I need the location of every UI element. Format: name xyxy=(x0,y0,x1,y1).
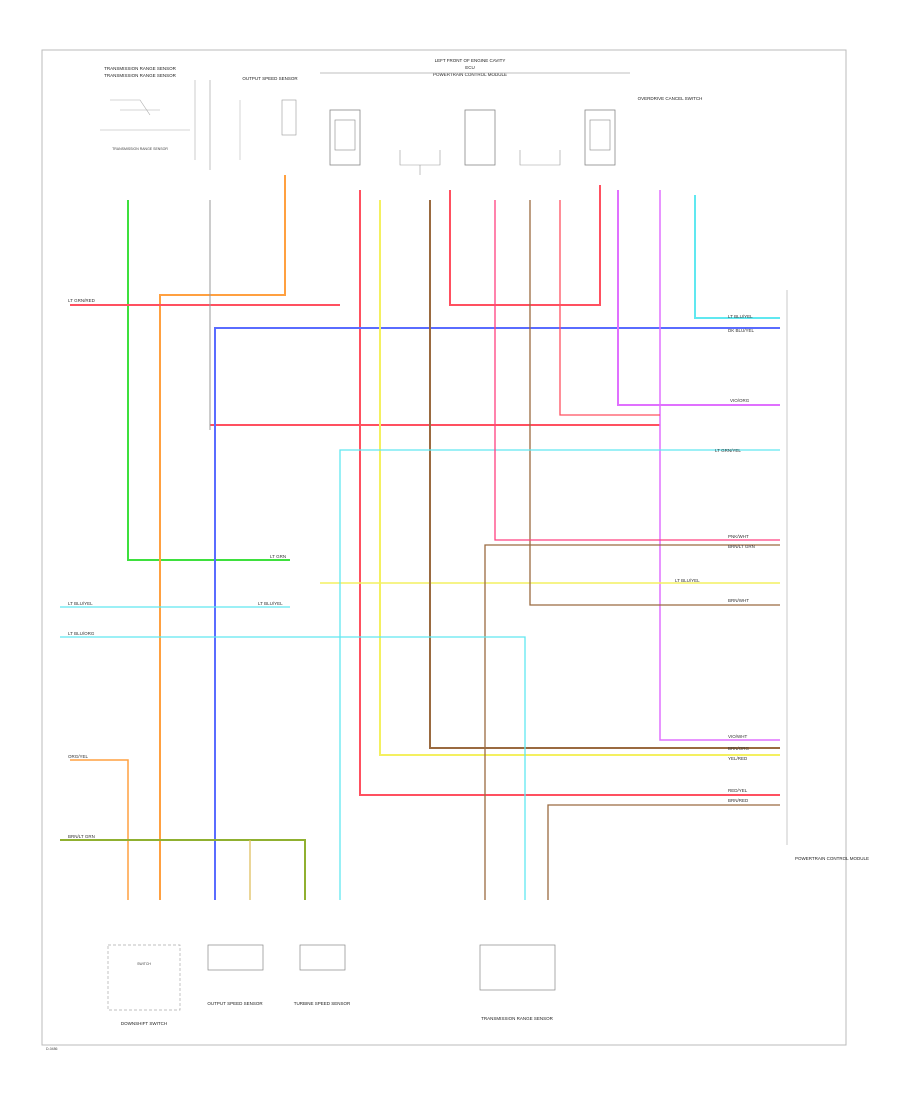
svg-text:TRANSMISSION RANGE SENSOR: TRANSMISSION RANGE SENSOR xyxy=(481,1016,554,1021)
svg-text:LT BLU/ORG: LT BLU/ORG xyxy=(68,631,95,636)
svg-text:VIO/WHT: VIO/WHT xyxy=(728,734,747,739)
svg-text:BRN/LT GRN: BRN/LT GRN xyxy=(68,834,95,839)
svg-text:DK BLU/YEL: DK BLU/YEL xyxy=(728,328,755,333)
solenoid-blocks xyxy=(329,109,616,175)
svg-text:LT BLU/YEL: LT BLU/YEL xyxy=(675,578,700,583)
bottom-components: SWITCH DOWNSHIFT SWITCH OUTPUT SPEED SEN… xyxy=(107,944,556,1026)
svg-text:LT GRN: LT GRN xyxy=(270,554,286,559)
title-line-2: ECU xyxy=(465,65,475,70)
svg-text:SWITCH: SWITCH xyxy=(137,962,151,966)
svg-text:RED/YEL: RED/YEL xyxy=(728,788,748,793)
pcm-label: POWERTRAIN CONTROL MODULE xyxy=(795,856,869,861)
figure-id: D-0486 xyxy=(46,1047,58,1051)
tr-switch-box: TRANSMISSION RANGE SENSOR TRANSMISSION R… xyxy=(100,66,211,170)
svg-text:LT GRN/YEL: LT GRN/YEL xyxy=(715,448,741,453)
svg-text:OUTPUT SPEED SENSOR: OUTPUT SPEED SENSOR xyxy=(207,1001,263,1006)
svg-text:BRN/ORG: BRN/ORG xyxy=(728,746,750,751)
diagram-frame xyxy=(41,49,847,1046)
svg-text:BRN/RED: BRN/RED xyxy=(728,798,749,803)
svg-text:LT GRN/RED: LT GRN/RED xyxy=(68,298,96,303)
svg-text:YEL/RED: YEL/RED xyxy=(728,756,748,761)
pcm-connector: POWERTRAIN CONTROL MODULE xyxy=(786,290,869,861)
svg-text:TRANSMISSION RANGE SENSOR: TRANSMISSION RANGE SENSOR xyxy=(104,73,177,78)
svg-text:ORG/YEL: ORG/YEL xyxy=(68,754,89,759)
wires xyxy=(60,175,780,900)
overdrive-label: OVERDRIVE CANCEL SWITCH xyxy=(638,96,703,101)
svg-text:LT BLU/YEL: LT BLU/YEL xyxy=(68,601,93,606)
svg-text:TRANSMISSION RANGE SENSOR: TRANSMISSION RANGE SENSOR xyxy=(104,66,177,71)
output-speed-sensor-block: OUTPUT SPEED SENSOR xyxy=(239,76,298,160)
svg-text:VIO/ORG: VIO/ORG xyxy=(730,398,750,403)
title-line-1: LEFT FRONT OF ENGINE CAVITY xyxy=(435,58,506,63)
svg-text:TRANSMISSION RANGE SENSOR: TRANSMISSION RANGE SENSOR xyxy=(112,147,168,151)
svg-text:LT BLU/YEL: LT BLU/YEL xyxy=(258,601,283,606)
svg-text:TURBINE SPEED SENSOR: TURBINE SPEED SENSOR xyxy=(294,1001,351,1006)
svg-text:PNK/WHT: PNK/WHT xyxy=(728,534,749,539)
title-line-3: POWERTRAIN CONTROL MODULE xyxy=(433,72,507,77)
wire-labels: LT GRN/RED LT BLU/YEL DK BLU/YEL VIO/ORG… xyxy=(68,298,755,839)
svg-text:BRN/WHT: BRN/WHT xyxy=(728,598,749,603)
svg-text:LT BLU/YEL: LT BLU/YEL xyxy=(728,314,753,319)
svg-text:OUTPUT SPEED SENSOR: OUTPUT SPEED SENSOR xyxy=(242,76,298,81)
svg-text:DOWNSHIFT SWITCH: DOWNSHIFT SWITCH xyxy=(121,1021,167,1026)
svg-text:BRN/LT GRN: BRN/LT GRN xyxy=(728,544,755,549)
